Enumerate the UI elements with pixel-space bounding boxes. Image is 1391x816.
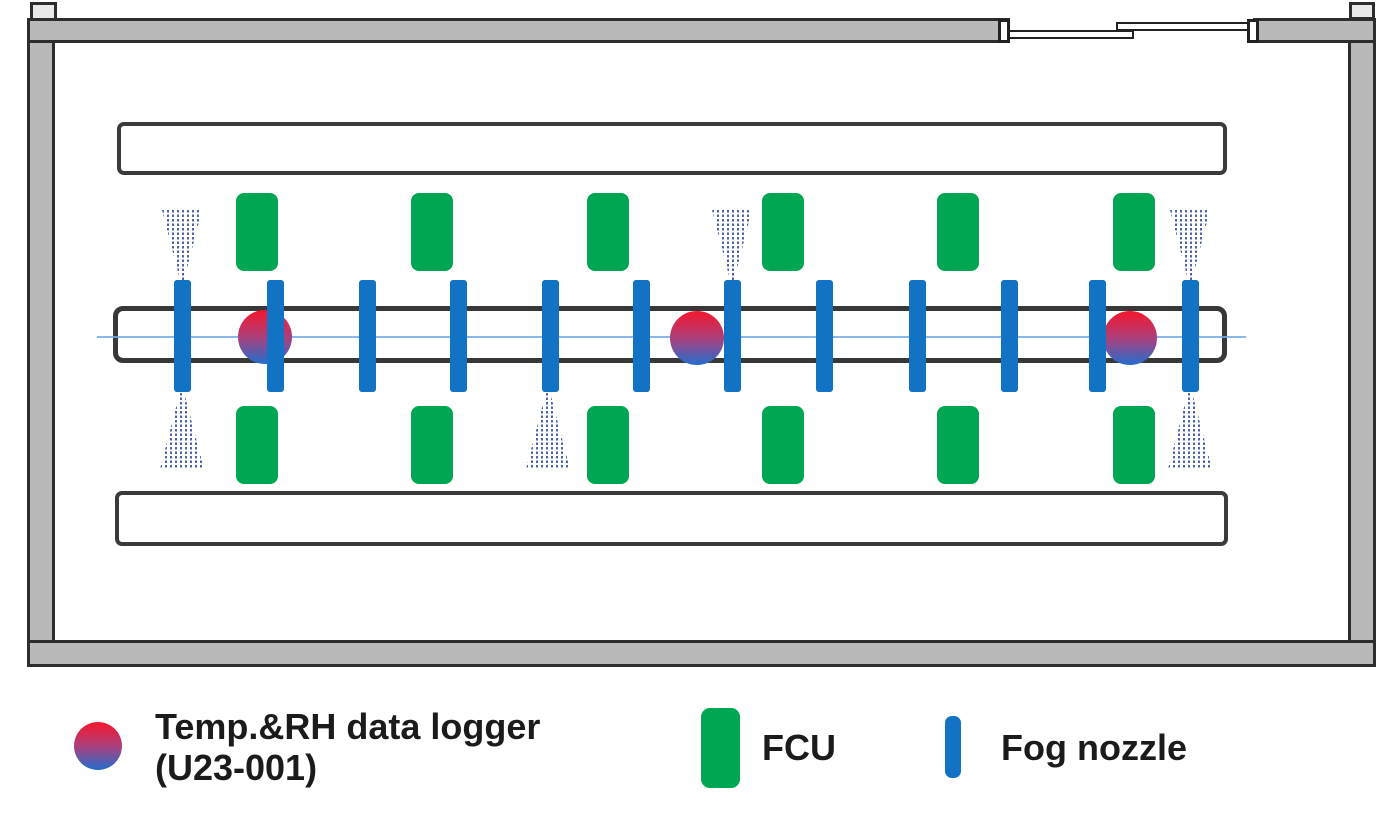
- fcu-unit: [236, 406, 278, 484]
- fcu-unit: [762, 193, 804, 271]
- legend-logger-label: Temp.&RH data logger (U23-001): [155, 706, 540, 788]
- wall-bottom: [27, 640, 1376, 667]
- bench-top: [117, 122, 1227, 175]
- fcu-unit: [411, 193, 453, 271]
- wall-left: [27, 18, 55, 667]
- fog-spray-top: [1170, 210, 1210, 283]
- fog-nozzle: [1001, 280, 1018, 392]
- fog-nozzle: [724, 280, 741, 392]
- fcu-unit: [762, 406, 804, 484]
- fog-spray-bottom: [526, 393, 570, 469]
- fcu-legend-icon: [701, 708, 740, 788]
- fog-spray-bottom: [160, 393, 204, 469]
- legend-logger-label-line2: (U23-001): [155, 747, 318, 788]
- fog-nozzle: [542, 280, 559, 392]
- fcu-unit: [1113, 193, 1155, 271]
- fcu-unit: [587, 193, 629, 271]
- sliding-door-leaf-inner: [1008, 30, 1134, 39]
- door-jamb-right: [1247, 19, 1259, 43]
- wall-top-left-segment: [27, 18, 1010, 43]
- legend-logger-label-line1: Temp.&RH data logger: [155, 706, 541, 747]
- fog-nozzle-legend-icon: [945, 716, 961, 778]
- legend-fcu-label: FCU: [762, 727, 836, 768]
- fog-nozzle: [1089, 280, 1106, 392]
- fog-nozzle: [450, 280, 467, 392]
- fog-nozzle: [359, 280, 376, 392]
- fog-spray-bottom: [1168, 393, 1212, 469]
- fcu-unit: [411, 406, 453, 484]
- fog-nozzle: [816, 280, 833, 392]
- temp-rh-data-logger: [1103, 311, 1157, 365]
- fog-nozzle: [1182, 280, 1199, 392]
- temp-rh-logger-legend-icon: [74, 722, 122, 770]
- fcu-unit: [937, 406, 979, 484]
- legend-fog-nozzle-label: Fog nozzle: [1001, 727, 1187, 768]
- wall-stub-top-left: [30, 2, 57, 21]
- wall-right: [1348, 18, 1376, 667]
- fcu-unit: [1113, 406, 1155, 484]
- wall-top-right-segment: [1253, 18, 1376, 43]
- fog-spray-top: [162, 210, 202, 283]
- bench-bottom: [115, 491, 1228, 546]
- fog-nozzle: [267, 280, 284, 392]
- fog-nozzle: [174, 280, 191, 392]
- wall-stub-top-right: [1349, 2, 1375, 20]
- fcu-unit: [937, 193, 979, 271]
- fcu-unit: [236, 193, 278, 271]
- fog-nozzle: [909, 280, 926, 392]
- fog-spray-top: [712, 210, 752, 283]
- temp-rh-data-logger: [670, 311, 724, 365]
- fog-nozzle: [633, 280, 650, 392]
- fcu-unit: [587, 406, 629, 484]
